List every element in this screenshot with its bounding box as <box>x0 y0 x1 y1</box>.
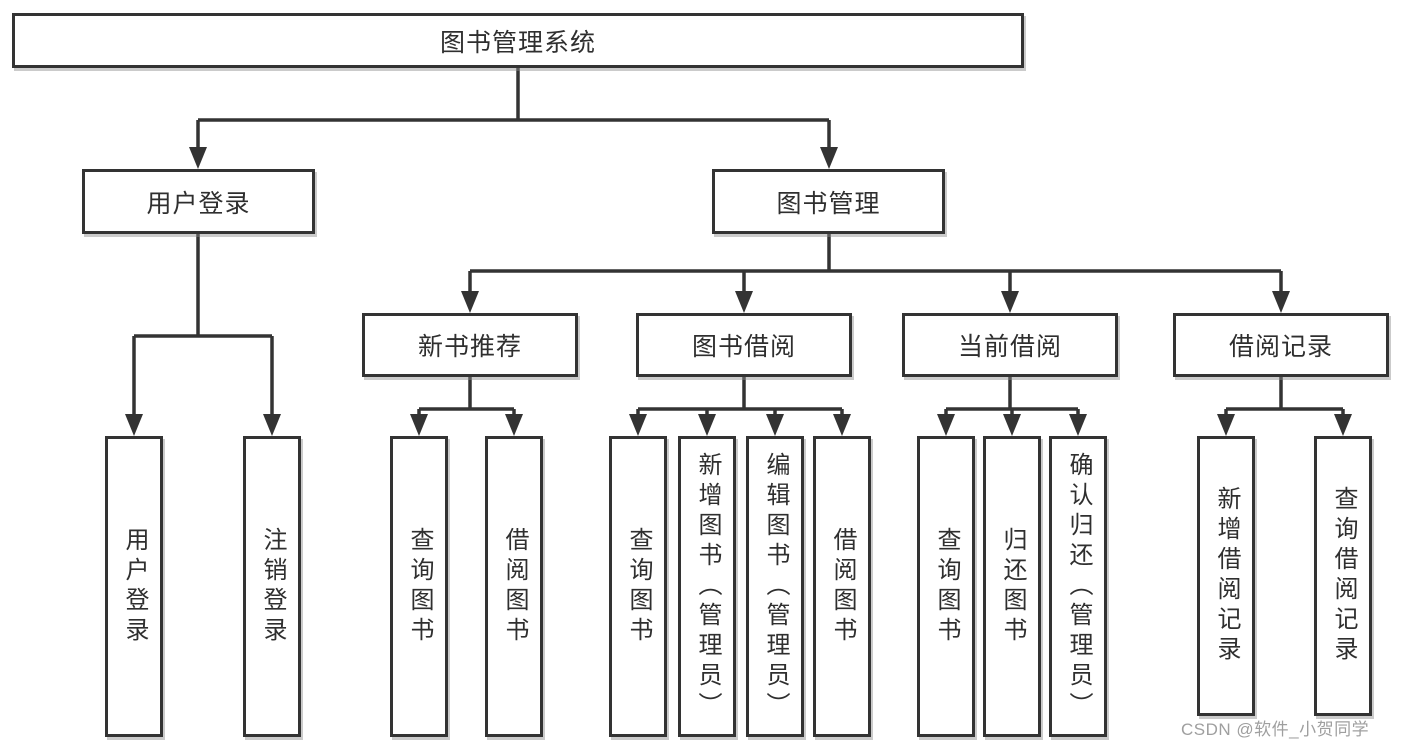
node-leaf-return-book: 归还图书 <box>983 436 1041 737</box>
edge-bookmgmt-branch <box>468 234 1283 298</box>
arrowhead-icon <box>1217 414 1235 436</box>
node-library-management-system: 图书管理系统 <box>12 13 1024 68</box>
node-label: 借阅记录 <box>1228 333 1333 361</box>
arrowhead-icon <box>505 414 523 436</box>
node-label: 新增图书（管理员） <box>694 451 721 722</box>
node-label: 编辑图书（管理员） <box>762 451 789 722</box>
node-leaf-borrow-books-recommend: 借阅图书 <box>485 436 543 737</box>
arrowhead-icon <box>1001 291 1019 313</box>
arrowhead-icon <box>820 147 838 169</box>
node-label: 用户登录 <box>146 189 251 218</box>
arrowhead-icon <box>263 414 281 436</box>
arrowhead-icon <box>833 414 851 436</box>
node-label: 新书推荐 <box>417 333 522 361</box>
csdn-watermark: CSDN @软件_小贺同学 <box>1181 720 1370 739</box>
node-label: 查询图书 <box>933 526 960 647</box>
arrowhead-icon <box>461 291 479 313</box>
node-new-book-recommendation: 新书推荐 <box>362 313 578 377</box>
node-leaf-confirm-return-admin: 确认归还（管理员） <box>1049 436 1107 737</box>
arrowhead-icon <box>937 414 955 436</box>
arrowhead-icon <box>1003 414 1021 436</box>
node-leaf-add-book-admin: 新增图书（管理员） <box>678 436 736 737</box>
node-label: 确认归还（管理员） <box>1065 451 1092 722</box>
arrowhead-icon <box>1069 414 1087 436</box>
arrowhead-icon <box>125 414 143 436</box>
edge-root-to-level2 <box>196 68 831 152</box>
node-leaf-query-books-borrow: 查询图书 <box>609 436 667 737</box>
node-label: 归还图书 <box>999 526 1026 647</box>
node-label: 借阅图书 <box>501 526 528 647</box>
node-label: 图书管理 <box>776 189 881 218</box>
node-label: 当前借阅 <box>957 333 1062 361</box>
arrowhead-icon <box>766 414 784 436</box>
arrowheads <box>125 147 1352 436</box>
node-leaf-add-borrow-record: 新增借阅记录 <box>1197 436 1255 716</box>
edge-borrow-branch <box>636 377 844 422</box>
node-leaf-query-borrow-record: 查询借阅记录 <box>1314 436 1372 716</box>
arrowhead-icon <box>1334 414 1352 436</box>
node-leaf-edit-book-admin: 编辑图书（管理员） <box>746 436 804 737</box>
node-book-management: 图书管理 <box>712 169 945 234</box>
node-leaf-borrow-books: 借阅图书 <box>813 436 871 737</box>
node-book-borrowing: 图书借阅 <box>636 313 852 377</box>
arrowhead-icon <box>735 291 753 313</box>
node-borrowing-records: 借阅记录 <box>1173 313 1389 377</box>
arrowhead-icon <box>698 414 716 436</box>
node-label: 注销登录 <box>259 526 286 647</box>
node-user-login: 用户登录 <box>82 169 315 234</box>
node-label: 新增借阅记录 <box>1213 486 1240 666</box>
node-label: 查询图书 <box>625 526 652 647</box>
edge-newbook-branch <box>417 377 516 422</box>
arrowhead-icon <box>629 414 647 436</box>
node-leaf-logout: 注销登录 <box>243 436 301 737</box>
node-leaf-query-books-current: 查询图书 <box>917 436 975 737</box>
node-label: 查询图书 <box>406 526 433 647</box>
edge-records-branch <box>1224 377 1345 422</box>
node-current-borrowing: 当前借阅 <box>902 313 1118 377</box>
arrowhead-icon <box>410 414 428 436</box>
node-label: 图书借阅 <box>691 333 796 361</box>
arrowhead-icon <box>189 147 207 169</box>
node-label: 借阅图书 <box>829 526 856 647</box>
node-label: 查询借阅记录 <box>1330 486 1357 666</box>
node-leaf-user-login: 用户登录 <box>105 436 163 737</box>
node-label: 用户登录 <box>121 526 148 647</box>
node-leaf-query-books-recommend: 查询图书 <box>390 436 448 737</box>
edge-userlogin-branch <box>132 234 274 420</box>
node-label: 图书管理系统 <box>439 28 596 57</box>
arrowhead-icon <box>1272 291 1290 313</box>
